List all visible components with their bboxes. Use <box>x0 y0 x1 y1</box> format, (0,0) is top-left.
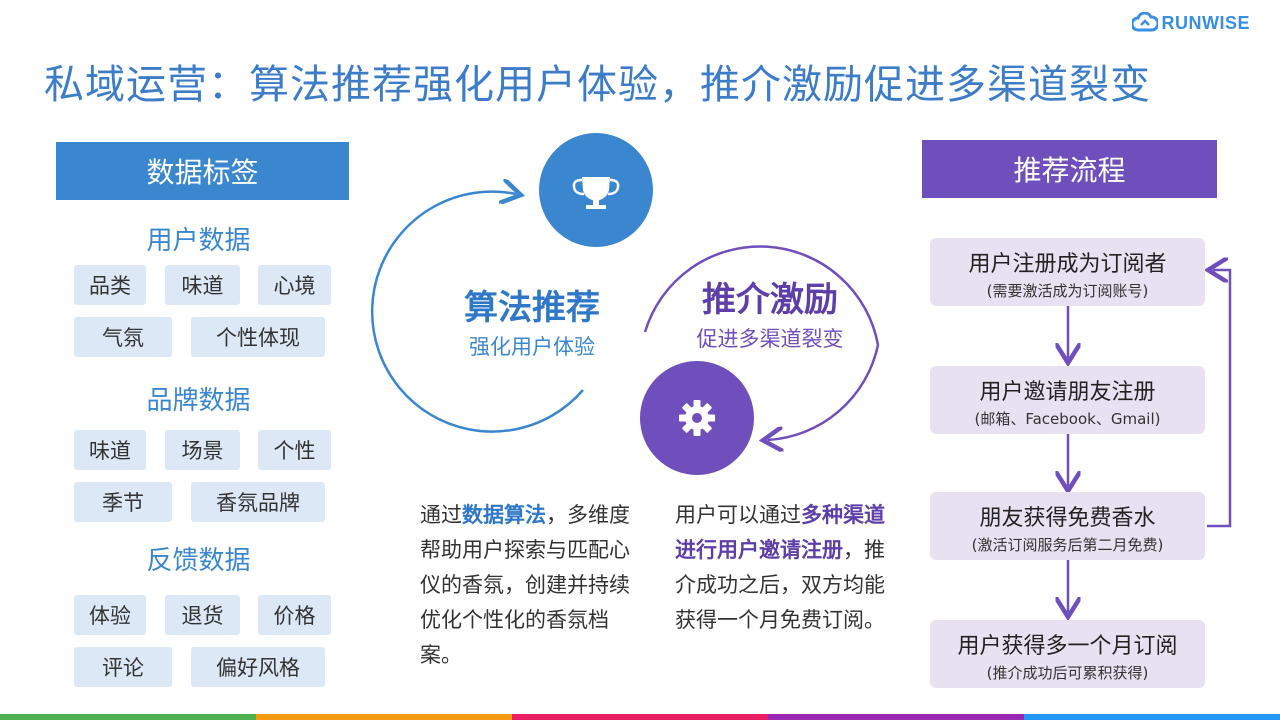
referral-block: 推介激励 促进多渠道裂变 <box>660 272 880 353</box>
tag-mood: 心境 <box>258 265 331 305</box>
data-tags-header: 数据标签 <box>56 142 349 200</box>
tag-personality: 个性体现 <box>191 317 325 357</box>
flow-step-main: 朋友获得免费香水 <box>979 506 1156 531</box>
flow-step-register: 用户注册成为订阅者 (需要激活成为订阅账号) <box>930 238 1205 306</box>
flow-step-main: 用户获得多一个月订阅 <box>957 634 1178 659</box>
flow-step-sub: (激活订阅服务后第二月免费) <box>971 536 1164 554</box>
referral-title: 推介激励 <box>702 280 838 320</box>
algo-description: 通过数据算法，多维度帮助用户探索与匹配心仪的香氛，创建并持续优化个性化的香氛档案… <box>420 503 630 667</box>
bar-segment <box>256 714 512 720</box>
flow-step-sub: (邮箱、Facebook、Gmail) <box>974 410 1161 428</box>
tag-individuality: 个性 <box>258 430 331 470</box>
tag-category: 品类 <box>74 265 146 305</box>
algo-title: 算法推荐 <box>464 288 600 328</box>
bar-segment <box>1024 714 1280 720</box>
bar-segment <box>0 714 256 720</box>
flow-step-main: 用户邀请朋友注册 <box>979 380 1156 405</box>
flow-step-sub: (推介成功后可累积获得) <box>986 664 1149 682</box>
cloud-logo-icon <box>1131 12 1158 32</box>
runwise-logo: RUNWISE <box>1131 12 1251 34</box>
flow-step-sub: (需要激活成为订阅账号) <box>986 282 1149 300</box>
feedback-data-title: 反馈数据 <box>146 546 251 576</box>
page-title: 私域运营：算法推荐强化用户体验，推介激励促进多渠道裂变 <box>44 62 1151 108</box>
tag-review: 评论 <box>74 647 172 687</box>
flow-step-free-perfume: 朋友获得免费香水 (激活订阅服务后第二月免费) <box>930 492 1205 560</box>
tag-return: 退货 <box>165 595 240 635</box>
flow-step-main: 用户注册成为订阅者 <box>968 252 1167 277</box>
brand-data-title: 品牌数据 <box>146 386 251 416</box>
referral-subtitle: 促进多渠道裂变 <box>696 327 844 351</box>
user-data-title: 用户数据 <box>146 226 251 256</box>
tag-season: 季节 <box>74 482 172 522</box>
bar-segment <box>768 714 1024 720</box>
logo-text: RUNWISE <box>1161 12 1250 33</box>
tag-fragrance-brand: 香氛品牌 <box>191 482 325 522</box>
algo-block: 算法推荐 强化用户体验 <box>422 280 642 361</box>
referral-ring <box>643 245 880 440</box>
bottom-color-bar <box>0 714 1280 720</box>
flow-step-extra-month: 用户获得多一个月订阅 (推介成功后可累积获得) <box>930 620 1205 688</box>
referral-description: 用户可以通过多种渠道进行用户邀请注册，推介成功之后，双方均能获得一个月免费订阅。 <box>675 503 885 632</box>
algo-ring <box>370 192 584 433</box>
bar-segment <box>512 714 768 720</box>
trophy-icon <box>572 177 620 209</box>
tag-scene: 场景 <box>165 430 240 470</box>
tag-taste: 味道 <box>165 265 240 305</box>
gear-icon <box>679 400 715 436</box>
flow-step-invite: 用户邀请朋友注册 (邮箱、Facebook、Gmail) <box>930 366 1205 434</box>
tag-preference-style: 偏好风格 <box>191 647 325 687</box>
tag-price: 价格 <box>258 595 331 635</box>
tag-atmosphere: 气氛 <box>74 317 172 357</box>
tag-experience: 体验 <box>74 595 146 635</box>
tag-taste-brand: 味道 <box>74 430 146 470</box>
algo-subtitle: 强化用户体验 <box>469 335 595 359</box>
referral-flow-header: 推荐流程 <box>922 140 1217 198</box>
flow-loop-arrow <box>1207 270 1232 528</box>
